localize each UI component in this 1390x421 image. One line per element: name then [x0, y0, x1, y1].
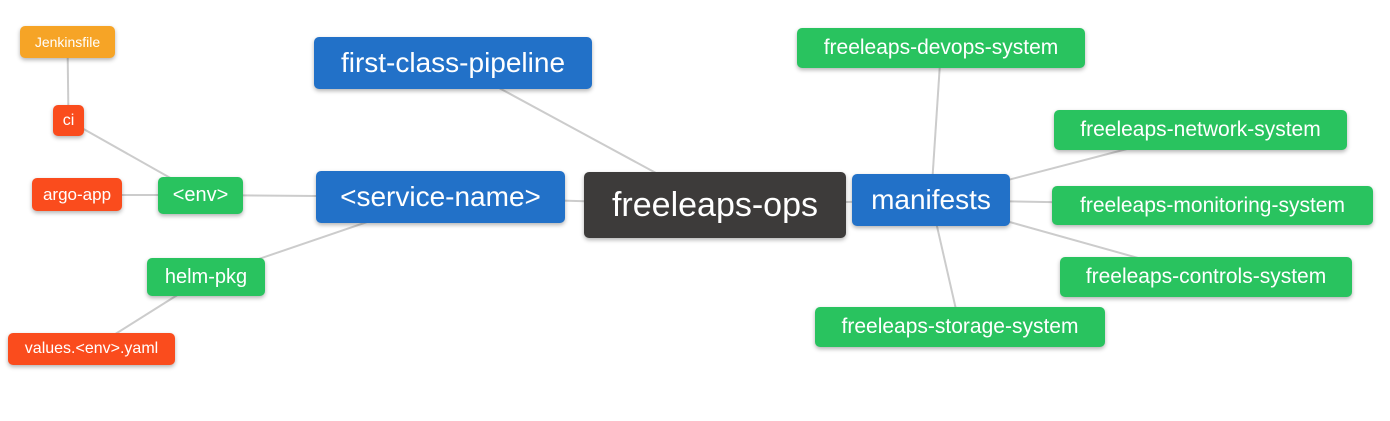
node-jenkinsfile[interactable]: Jenkinsfile: [20, 26, 115, 58]
node-freeleaps-ops[interactable]: freeleaps-ops: [584, 172, 846, 238]
node-argo-app[interactable]: argo-app: [32, 178, 122, 211]
node-freeleaps-controls-system[interactable]: freeleaps-controls-system: [1060, 257, 1352, 297]
node-freeleaps-storage-system[interactable]: freeleaps-storage-system: [815, 307, 1105, 347]
node-helm-pkg[interactable]: helm-pkg: [147, 258, 265, 296]
node-freeleaps-network-system[interactable]: freeleaps-network-system: [1054, 110, 1347, 150]
node-env[interactable]: <env>: [158, 177, 243, 214]
node-service-name[interactable]: <service-name>: [316, 171, 565, 223]
node-manifests[interactable]: manifests: [852, 174, 1010, 226]
node-ci[interactable]: ci: [53, 105, 84, 136]
node-freeleaps-monitoring-system[interactable]: freeleaps-monitoring-system: [1052, 186, 1373, 225]
node-freeleaps-devops-system[interactable]: freeleaps-devops-system: [797, 28, 1085, 68]
node-values-env-yaml[interactable]: values.<env>.yaml: [8, 333, 175, 365]
node-first-class-pipeline[interactable]: first-class-pipeline: [314, 37, 592, 89]
